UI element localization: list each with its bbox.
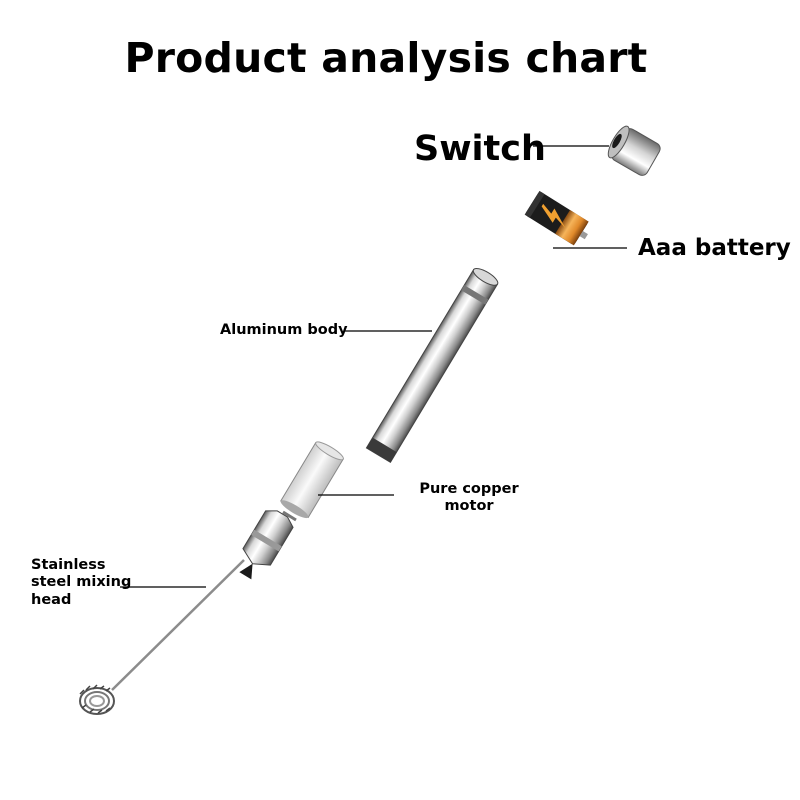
aaa-battery <box>524 190 589 246</box>
aluminum-body-tube <box>365 267 499 464</box>
label-copper-motor: Pure copper motor <box>419 481 519 515</box>
label-aaa-battery: Aaa battery <box>638 235 791 261</box>
switch-cap <box>607 125 661 176</box>
label-mixing-head-line-1: Stainless <box>31 557 106 573</box>
whisk-coil <box>79 684 115 715</box>
label-mixing-head-line-3: head <box>31 591 72 608</box>
label-mixing-head-line-2: steel mixing <box>31 574 132 591</box>
label-switch: Switch <box>414 129 546 169</box>
copper-motor-housing <box>280 441 344 519</box>
diagram-title: Product analysis chart <box>124 34 648 82</box>
whisk-shaft <box>111 559 245 691</box>
label-mixing-head: Stainless steel mixing head <box>31 557 131 609</box>
nose-cone <box>239 510 294 580</box>
drive-shaft-stub <box>282 510 297 522</box>
label-aluminum-body: Aluminum body <box>220 322 348 338</box>
